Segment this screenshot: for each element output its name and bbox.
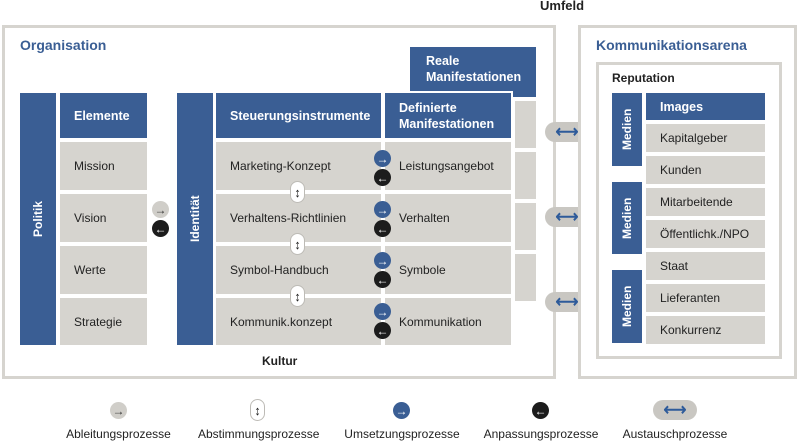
anpassung-arrow-icon: ← bbox=[374, 322, 391, 339]
legend-umsetzung-icon: → bbox=[393, 402, 410, 419]
elemente-header: Elemente bbox=[60, 93, 147, 138]
legend-anpassung-label: Anpassungsprozesse bbox=[483, 427, 599, 441]
definierte-item-kommunikation: Kommunikation bbox=[385, 298, 511, 345]
definierte-item-verhalten: Verhalten bbox=[385, 194, 511, 242]
ableitung-arrow-icon: → bbox=[152, 201, 169, 218]
medien-label: Medien bbox=[620, 197, 634, 239]
medien-bar: Medien bbox=[612, 93, 642, 166]
legend-ableitung-icon: → bbox=[110, 402, 127, 419]
legend-abstimmung-label: Abstimmungsprozesse bbox=[198, 427, 320, 441]
abstimmung-icon: ↕ bbox=[290, 285, 305, 307]
umsetzung-arrow-icon: → bbox=[374, 150, 391, 167]
reale-cell bbox=[515, 203, 536, 250]
legend-umsetzung-label: Umsetzungsprozesse bbox=[344, 427, 460, 441]
medien-label: Medien bbox=[620, 108, 634, 151]
abstimmung-icon: ↕ bbox=[290, 233, 305, 255]
reputation-label: Reputation bbox=[612, 71, 675, 85]
anpassung-arrow-icon: ← bbox=[374, 271, 391, 288]
abstimmung-icon: ↕ bbox=[290, 181, 305, 203]
reale-header: Reale Manifestationen bbox=[410, 47, 536, 97]
umsetzung-arrow-icon: → bbox=[374, 252, 391, 269]
definierte-header: Definierte Manifestationen bbox=[385, 93, 511, 138]
legend-ableitung-label: Ableitungsprozesse bbox=[66, 427, 171, 441]
stakeholder-item: Mitarbeitende bbox=[646, 188, 765, 216]
reale-cell bbox=[515, 101, 536, 148]
identitaet-bar: Identität bbox=[177, 93, 213, 345]
stakeholder-item: Staat bbox=[646, 252, 765, 280]
medien-bar: Medien bbox=[612, 270, 642, 343]
anpassung-arrow-icon: ← bbox=[152, 220, 169, 237]
legend-austausch-icon: ⟷ bbox=[653, 400, 697, 420]
steuerung-header: Steuerungsinstrumente bbox=[216, 93, 381, 138]
politik-label: Politik bbox=[31, 201, 45, 238]
umfeld-label: Umfeld bbox=[540, 0, 585, 13]
definierte-item-symbole: Symbole bbox=[385, 246, 511, 294]
elemente-item-werte: Werte bbox=[60, 246, 147, 294]
kultur-label: Kultur bbox=[262, 354, 298, 368]
arena-title: Kommunikationsarena bbox=[596, 37, 747, 53]
elemente-item-vision: Vision bbox=[60, 194, 147, 242]
legend-abstimmung-icon: ↕ bbox=[250, 399, 265, 421]
anpassung-arrow-icon: ← bbox=[374, 220, 391, 237]
anpassung-arrow-icon: ← bbox=[374, 169, 391, 186]
medien-bar: Medien bbox=[612, 182, 642, 254]
reale-cell bbox=[515, 254, 536, 301]
umsetzung-arrow-icon: → bbox=[374, 201, 391, 218]
elemente-item-mission: Mission bbox=[60, 142, 147, 190]
umsetzung-arrow-icon: → bbox=[374, 303, 391, 320]
legend-anpassung-icon: ← bbox=[532, 402, 549, 419]
legend-austausch-label: Austauschprozesse bbox=[622, 427, 728, 441]
elemente-item-strategie: Strategie bbox=[60, 298, 147, 345]
stakeholder-item: Kapitalgeber bbox=[646, 124, 765, 152]
organisation-title: Organisation bbox=[20, 37, 107, 53]
stakeholder-item: Öffentlichk./NPO bbox=[646, 220, 765, 248]
politik-bar: Politik bbox=[20, 93, 56, 345]
stakeholder-item: Kunden bbox=[646, 156, 765, 184]
images-header: Images bbox=[646, 93, 765, 120]
stakeholder-item: Lieferanten bbox=[646, 284, 765, 312]
reale-cell bbox=[515, 152, 536, 199]
medien-label: Medien bbox=[620, 285, 634, 328]
stakeholder-item: Konkurrenz bbox=[646, 316, 765, 344]
definierte-item-leistung: Leistungsangebot bbox=[385, 142, 511, 190]
identitaet-label: Identität bbox=[188, 195, 202, 243]
